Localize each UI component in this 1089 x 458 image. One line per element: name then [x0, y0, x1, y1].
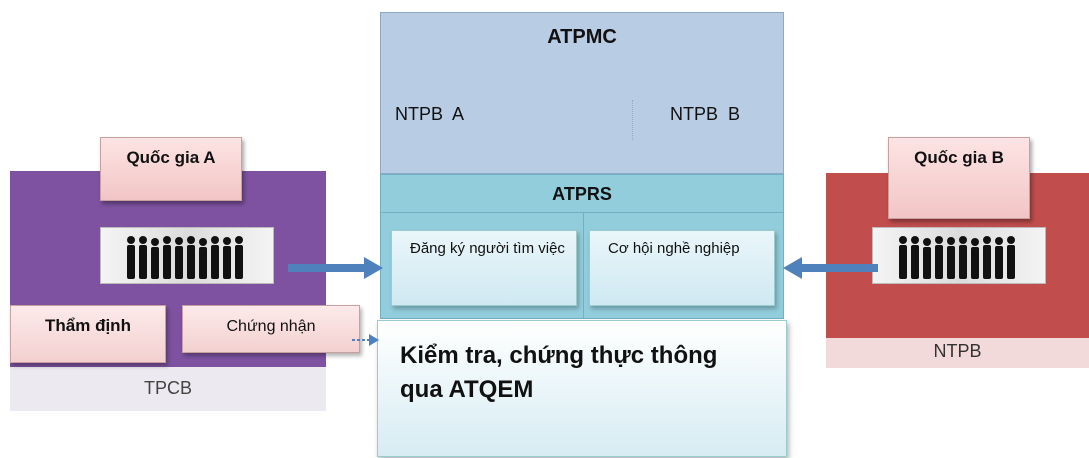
atprs-title: ATPRS: [552, 184, 612, 204]
ntpb-label-bar: [826, 338, 1089, 368]
ntpb-label: NTPB: [933, 341, 982, 361]
job-seeker-box: Đăng ký người tìm việc: [391, 230, 577, 306]
certify-box: Chứng nhận: [182, 305, 360, 353]
tpcb-label: TPCB: [143, 378, 192, 398]
tpcb-label-bar: [10, 367, 326, 411]
career-label: Cơ hội nghề nghiệp: [608, 240, 740, 257]
people-image-b: [872, 227, 1046, 284]
ntpb-b-label: NTPB B: [670, 104, 741, 124]
people-icon: [127, 236, 243, 279]
job-seeker-label: Đăng ký người tìm việc: [410, 240, 565, 257]
ntpb-a-label: NTPB A: [395, 104, 465, 124]
arrow-small-icon: [352, 333, 380, 347]
atprs-divider-horizontal: [380, 212, 784, 213]
country-a-box: Quốc gia A: [100, 137, 242, 201]
atqem-label: Kiểm tra, chứng thực thông qua ATQEM: [400, 342, 718, 403]
certify-label: Chứng nhận: [226, 318, 316, 335]
atpmc-title: ATPMC: [547, 26, 617, 48]
atqem-box: Kiểm tra, chứng thực thông qua ATQEM: [377, 320, 787, 457]
country-b-box: Quốc gia B: [888, 137, 1030, 219]
assess-box: Thẩm định: [10, 305, 166, 363]
atpmc-divider: [632, 100, 633, 140]
atpmc-panel: [380, 12, 784, 174]
country-b-label: Quốc gia B: [914, 148, 1004, 167]
arrow-right-icon: [288, 256, 384, 280]
arrow-left-icon: [782, 256, 878, 280]
career-box: Cơ hội nghề nghiệp: [589, 230, 775, 306]
atprs-divider-vertical: [583, 212, 584, 319]
people-image-a: [100, 227, 274, 284]
country-a-label: Quốc gia A: [126, 148, 216, 167]
people-icon: [899, 236, 1015, 279]
assess-label: Thẩm định: [45, 316, 131, 335]
